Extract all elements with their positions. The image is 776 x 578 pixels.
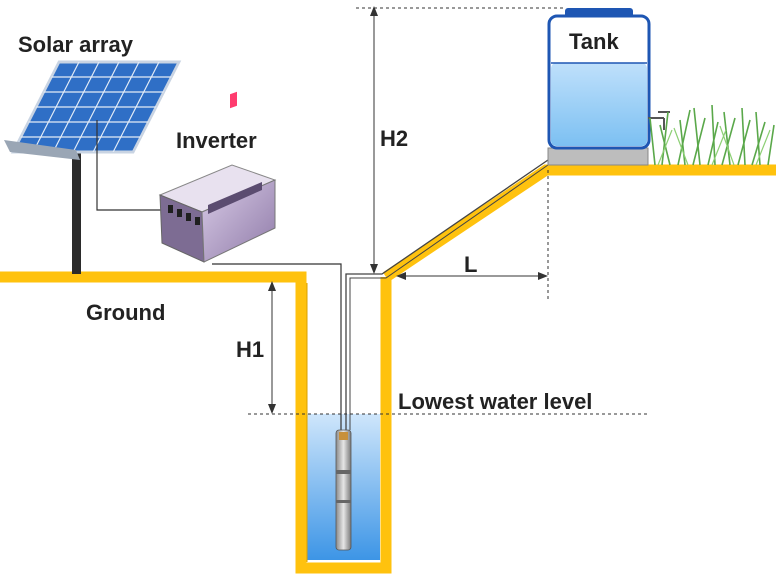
- label-h1: H1: [236, 337, 264, 362]
- ground-line-slope: [382, 164, 776, 282]
- water-tank: [547, 8, 670, 166]
- label-lowest-water-level: Lowest water level: [398, 389, 592, 414]
- tank-stand: [547, 147, 649, 166]
- label-l: L: [464, 252, 477, 277]
- dimension-arrowheads: [268, 6, 548, 414]
- grass: [649, 104, 775, 166]
- tank-water: [551, 63, 647, 146]
- solar-cable: [96, 120, 170, 211]
- ground-line-left: [0, 271, 392, 574]
- delivery-pipe-inner: [349, 164, 549, 430]
- label-ground: Ground: [86, 300, 165, 325]
- label-solar-array: Solar array: [18, 32, 134, 57]
- solar-array: [4, 60, 182, 274]
- label-tank: Tank: [569, 29, 619, 54]
- submersible-pump: [335, 429, 352, 551]
- inverter-unit: [158, 91, 277, 263]
- pump-cable: [212, 263, 342, 430]
- label-h2: H2: [380, 126, 408, 151]
- dimension-lines: [248, 7, 650, 415]
- label-inverter: Inverter: [176, 128, 257, 153]
- solar-pole: [72, 128, 81, 274]
